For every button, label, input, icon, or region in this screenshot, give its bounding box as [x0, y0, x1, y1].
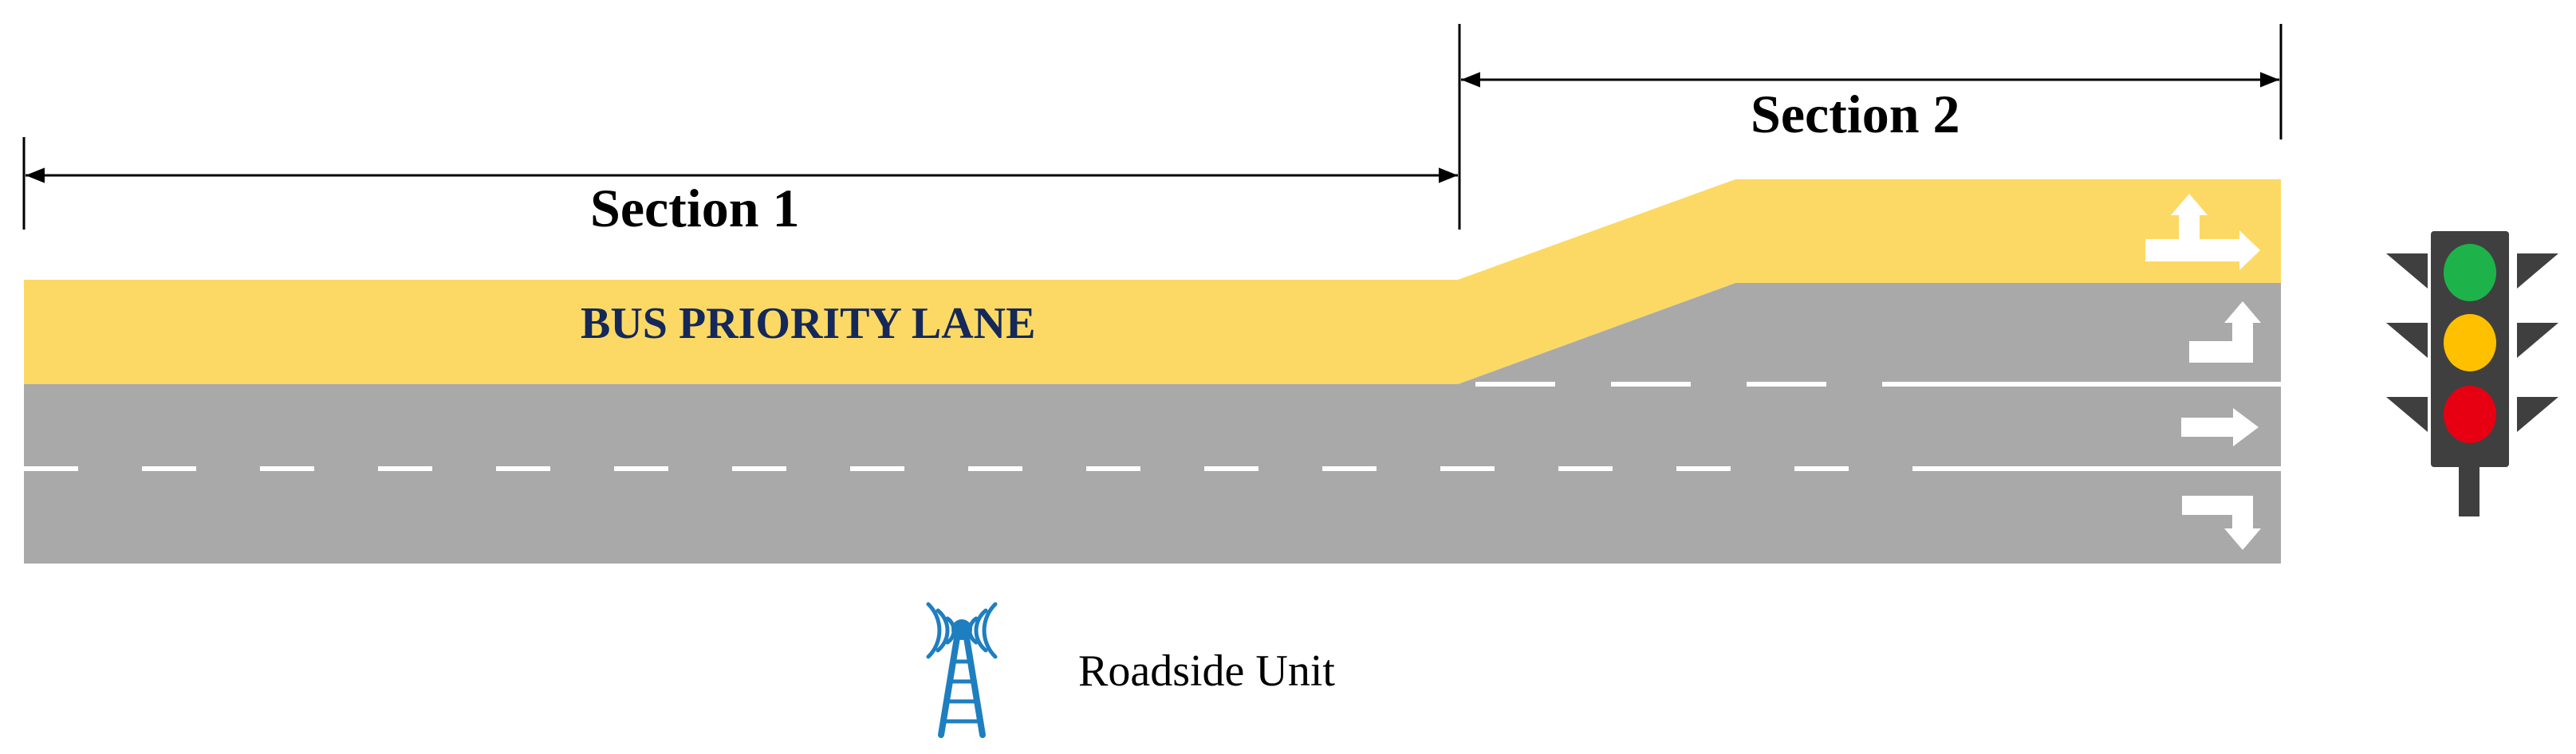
lane-markings	[24, 382, 2281, 471]
roadside-unit-label: Roadside Unit	[1078, 646, 1335, 696]
antenna-tower-icon	[926, 602, 998, 738]
bus-priority-lane	[24, 179, 2281, 384]
signal-yellow-light	[2444, 314, 2496, 371]
section-2-label: Section 2	[1751, 84, 1960, 144]
turn-arrow-icon	[2182, 496, 2261, 550]
signal-red-light	[2444, 386, 2496, 443]
section-1-dimension	[22, 137, 1461, 230]
section-2-added-lane	[1458, 283, 2281, 384]
turn-arrow-icon	[2181, 408, 2259, 446]
signal-green-light	[2444, 244, 2496, 301]
turn-arrow-icon	[2145, 194, 2260, 270]
road-surface	[24, 384, 2281, 564]
turn-arrow-icon	[2189, 301, 2261, 363]
section-2-dimension	[1458, 24, 2283, 139]
bus-priority-lane-label: BUS PRIORITY LANE	[581, 299, 1036, 348]
section-1-label: Section 1	[590, 178, 800, 238]
traffic-light-icon	[2386, 231, 2558, 516]
